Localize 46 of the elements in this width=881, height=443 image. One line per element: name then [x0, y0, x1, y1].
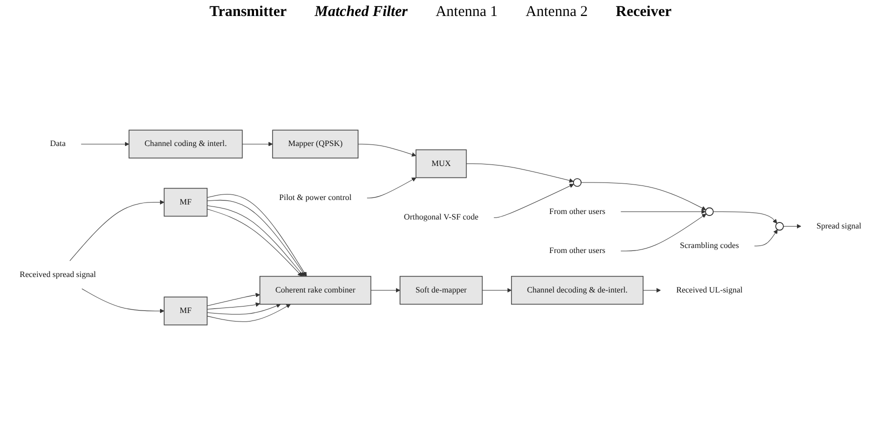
arrow — [206, 302, 260, 310]
arrow — [242, 142, 273, 146]
arrow — [206, 304, 291, 322]
node-text: From other users — [549, 207, 606, 216]
arrow — [754, 229, 778, 246]
node-circle — [705, 207, 714, 216]
node-text: Scrambling codes — [680, 241, 739, 250]
caption-text: Transmitter — [209, 4, 287, 21]
caption-text: Antenna 1 — [436, 4, 498, 21]
node-text: Received spread signal — [20, 270, 96, 279]
arrow — [580, 182, 706, 210]
node-text: Pilot & power control — [279, 193, 352, 202]
arrow — [620, 214, 706, 252]
node-box: Channel coding & interl. — [128, 130, 243, 158]
arrow — [370, 288, 400, 293]
arrow — [70, 200, 164, 262]
node-text: Received UL-signal — [676, 286, 743, 294]
arrow — [206, 292, 260, 306]
arrow — [620, 209, 706, 214]
node-box: Channel decoding & de-interl. — [511, 276, 644, 305]
arrow — [713, 211, 778, 224]
node-circle — [775, 222, 784, 231]
node-text: Orthogonal V-SF code — [404, 212, 478, 222]
arrow — [80, 142, 130, 146]
node-circle — [573, 178, 582, 187]
arrow — [366, 177, 416, 198]
arrow — [206, 304, 281, 314]
arrow — [466, 163, 574, 183]
arrow — [494, 184, 574, 218]
node-box: Soft de-mapper — [400, 276, 483, 305]
node-box: Mapper (QPSK) — [272, 130, 358, 158]
caption-text: Receiver — [616, 4, 672, 21]
caption-text: Matched Filter — [314, 4, 408, 21]
node-box: Coherent rake combiner — [259, 276, 372, 305]
node-text: Spread signal — [816, 222, 862, 230]
arrow — [82, 288, 164, 314]
node-text: Data — [50, 139, 66, 148]
node-text: From other users — [549, 246, 606, 256]
arrow — [358, 144, 416, 157]
node-box: MUX — [416, 149, 467, 178]
arrow — [482, 288, 512, 293]
node-box: MF — [164, 188, 208, 217]
node-box: MF — [164, 296, 208, 326]
caption-text: Antenna 2 — [526, 4, 588, 21]
arrow — [783, 224, 802, 229]
arrow — [642, 288, 661, 293]
